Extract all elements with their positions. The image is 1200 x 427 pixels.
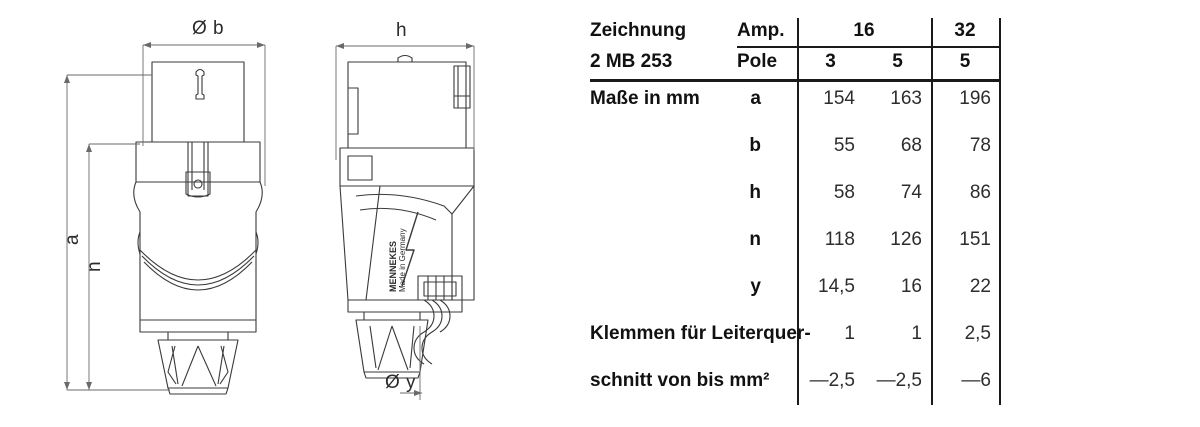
dimension-spec-table: Zeichnung 2 MB 253 Amp. Pole 16 32 3 5 5… xyxy=(540,0,1200,427)
table-hline-header xyxy=(590,79,999,82)
table-hline-amp xyxy=(737,46,999,48)
row-label-n: n xyxy=(749,229,761,250)
cell-terminal-min-32-5: 2,5 xyxy=(964,323,991,344)
cell-y-16-5: 16 xyxy=(900,276,922,297)
cell-a-16-5: 163 xyxy=(890,88,922,109)
dimension-label-h: h xyxy=(396,20,408,41)
cell-h-32-5: 86 xyxy=(969,182,991,203)
section-label-masse-in-mm: Maße in mm xyxy=(590,88,700,109)
dimension-label-diameter-b: Ø b xyxy=(192,18,225,39)
cell-terminal-max-32-5: —6 xyxy=(961,370,991,391)
cell-terminal-min-16-3: 1 xyxy=(844,323,855,344)
product-drawings: Ø b a n h Ø y MENNEKES Made in Germany xyxy=(0,0,540,427)
pole-count-16-3: 3 xyxy=(825,51,836,72)
cell-b-16-3: 55 xyxy=(833,135,855,156)
cell-h-16-3: 58 xyxy=(833,182,855,203)
cell-terminal-max-16-5: —2,5 xyxy=(876,370,922,391)
cell-y-16-3: 14,5 xyxy=(818,276,855,297)
row-label-y: y xyxy=(750,276,761,297)
side-view-geometry xyxy=(339,54,475,379)
table-vline-3 xyxy=(999,18,1001,405)
origin-label-made-in-germany: Made in Germany xyxy=(398,228,407,292)
cell-b-32-5: 78 xyxy=(969,135,991,156)
pole-count-16-5: 5 xyxy=(892,51,903,72)
terminal-label-line2: schnitt von bis mm² xyxy=(590,370,770,391)
drawing-caption-line1: Zeichnung xyxy=(590,20,687,41)
drawings-svg xyxy=(64,42,475,400)
dimension-label-diameter-y: Ø y xyxy=(385,372,417,393)
row-label-a: a xyxy=(750,88,761,109)
dimension-label-a: a xyxy=(62,233,83,245)
amp-group-32: 32 xyxy=(954,20,976,41)
cell-terminal-min-16-5: 1 xyxy=(911,323,922,344)
param-header-pole: Pole xyxy=(737,51,778,72)
front-view-geometry xyxy=(133,61,263,395)
dimension-label-n: n xyxy=(84,260,105,272)
drawing-caption-line2: 2 MB 253 xyxy=(590,51,673,72)
pole-count-32-5: 5 xyxy=(959,51,971,72)
cell-b-16-5: 68 xyxy=(900,135,922,156)
terminal-label-line1: Klemmen für Leiterquer- xyxy=(590,323,811,344)
row-label-b: b xyxy=(749,135,761,156)
brand-label-mennekes: MENNEKES xyxy=(388,240,398,292)
cell-a-16-3: 154 xyxy=(823,88,855,109)
cell-n-16-5: 126 xyxy=(890,229,922,250)
cell-terminal-max-16-3: —2,5 xyxy=(809,370,855,391)
cell-a-32-5: 196 xyxy=(959,88,991,109)
table-vline-2 xyxy=(931,18,933,405)
row-label-h: h xyxy=(749,182,761,203)
side-view-dimension-lines xyxy=(335,43,475,400)
cell-y-32-5: 22 xyxy=(969,276,991,297)
front-view-dimension-lines xyxy=(64,42,266,391)
cell-n-32-5: 151 xyxy=(959,229,991,250)
table-vline-1 xyxy=(797,18,799,405)
param-header-amp: Amp. xyxy=(737,20,785,41)
amp-group-16: 16 xyxy=(853,20,875,41)
cell-n-16-3: 118 xyxy=(824,229,855,250)
cell-h-16-5: 74 xyxy=(900,182,922,203)
